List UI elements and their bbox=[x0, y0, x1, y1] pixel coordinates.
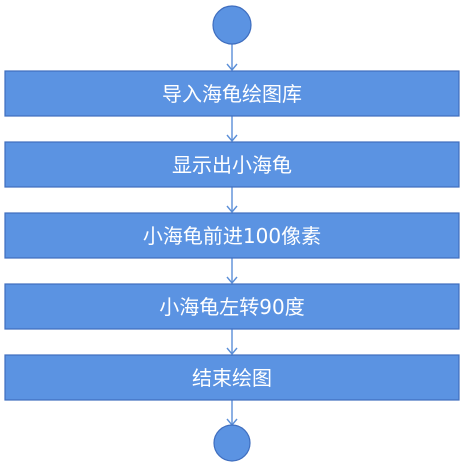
connector-step-2-to-step-3 bbox=[226, 187, 238, 214]
process-step-box bbox=[4, 283, 460, 330]
process-step-label: 结束绘图 bbox=[192, 366, 272, 390]
process-step-2: 显示出小海龟 bbox=[4, 141, 460, 188]
process-step-4: 小海龟左转90度 bbox=[4, 283, 460, 330]
connector-step-3-to-step-4 bbox=[226, 258, 238, 285]
process-step-label: 小海龟前进100像素 bbox=[143, 224, 321, 248]
connector-start-to-step-1 bbox=[226, 44, 238, 72]
process-step-box bbox=[4, 354, 460, 401]
connectors bbox=[226, 44, 238, 427]
process-step-5: 结束绘图 bbox=[4, 354, 460, 401]
process-step-1: 导入海龟绘图库 bbox=[4, 70, 460, 117]
process-step-3: 小海龟前进100像素 bbox=[4, 212, 460, 259]
process-step-label: 小海龟左转90度 bbox=[159, 295, 304, 319]
process-step-box bbox=[4, 141, 460, 188]
process-step-label: 导入海龟绘图库 bbox=[162, 82, 302, 106]
connector-step-1-to-step-2 bbox=[226, 116, 238, 143]
process-step-box bbox=[4, 212, 460, 259]
process-step-label: 显示出小海龟 bbox=[172, 153, 292, 177]
connector-step-4-to-step-5 bbox=[226, 329, 238, 356]
process-step-box bbox=[4, 70, 460, 117]
connector-step-5-to-end bbox=[226, 400, 238, 427]
start-node bbox=[212, 5, 252, 45]
end-node bbox=[213, 424, 251, 462]
